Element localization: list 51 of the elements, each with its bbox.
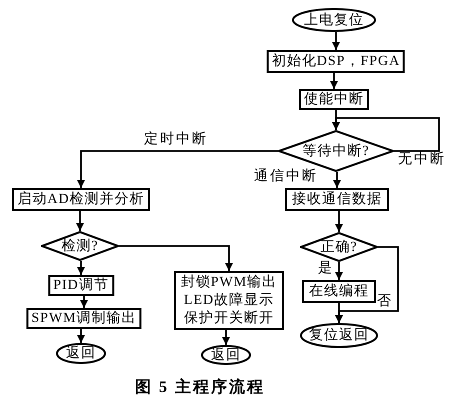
arrow — [77, 150, 278, 188]
decision-label: 检测? — [61, 238, 99, 256]
process-box — [285, 188, 389, 211]
process-box — [266, 50, 406, 73]
decision-label: 正确? — [320, 238, 358, 256]
terminal-ellipse — [292, 8, 376, 32]
box-label: 启动AD检测并分析 — [17, 190, 145, 208]
terminal-label: 上电复位 — [304, 12, 364, 30]
box-label: 初始化DSP，FPGA — [272, 52, 400, 70]
decision-diamond — [41, 231, 119, 261]
arrow — [335, 246, 399, 323]
arrow — [333, 172, 341, 188]
terminal-ellipse — [300, 323, 378, 348]
box-label: LED故障显示 — [184, 292, 274, 310]
box-label: 使能中断 — [304, 90, 364, 108]
arrow — [330, 73, 338, 89]
arrow — [77, 329, 85, 343]
process-box — [302, 280, 376, 303]
arrow — [77, 261, 85, 275]
process-box — [48, 275, 114, 296]
arrow — [335, 211, 343, 232]
box-label: PID调节 — [53, 276, 109, 294]
terminal-ellipse — [56, 343, 106, 364]
process-box — [12, 188, 150, 211]
edge-label: 通信中断 — [254, 169, 318, 185]
box-label: 接收通信数据 — [292, 190, 382, 208]
terminal-ellipse — [201, 345, 251, 365]
edge-label: 无中断 — [398, 152, 446, 168]
terminal-label: 返回 — [211, 346, 241, 364]
arrow — [332, 117, 440, 152]
arrow — [332, 32, 340, 50]
arrow — [80, 296, 88, 308]
decision-label: 等待中断? — [302, 142, 370, 160]
process-box — [26, 308, 142, 329]
edge-label: 否 — [377, 294, 393, 310]
edge-label: 定时中断 — [144, 132, 208, 148]
process-box — [174, 271, 284, 330]
process-box — [299, 89, 369, 110]
arrow — [76, 211, 84, 231]
edge-label: 是 — [318, 261, 334, 277]
box-label: 保护开关断开 — [184, 310, 274, 328]
box-label: SPWM调制输出 — [31, 310, 137, 328]
terminal-label: 复位返回 — [309, 326, 369, 345]
decision-diamond — [300, 232, 378, 262]
arrow — [222, 330, 230, 345]
box-label: 在线编程 — [309, 282, 369, 300]
figure-caption: 图 5 主程序流程 — [135, 377, 265, 398]
arrow — [335, 262, 343, 280]
terminal-label: 返回 — [66, 344, 96, 363]
box-label: 封锁PWM输出 — [180, 274, 278, 292]
arrow — [119, 245, 233, 271]
